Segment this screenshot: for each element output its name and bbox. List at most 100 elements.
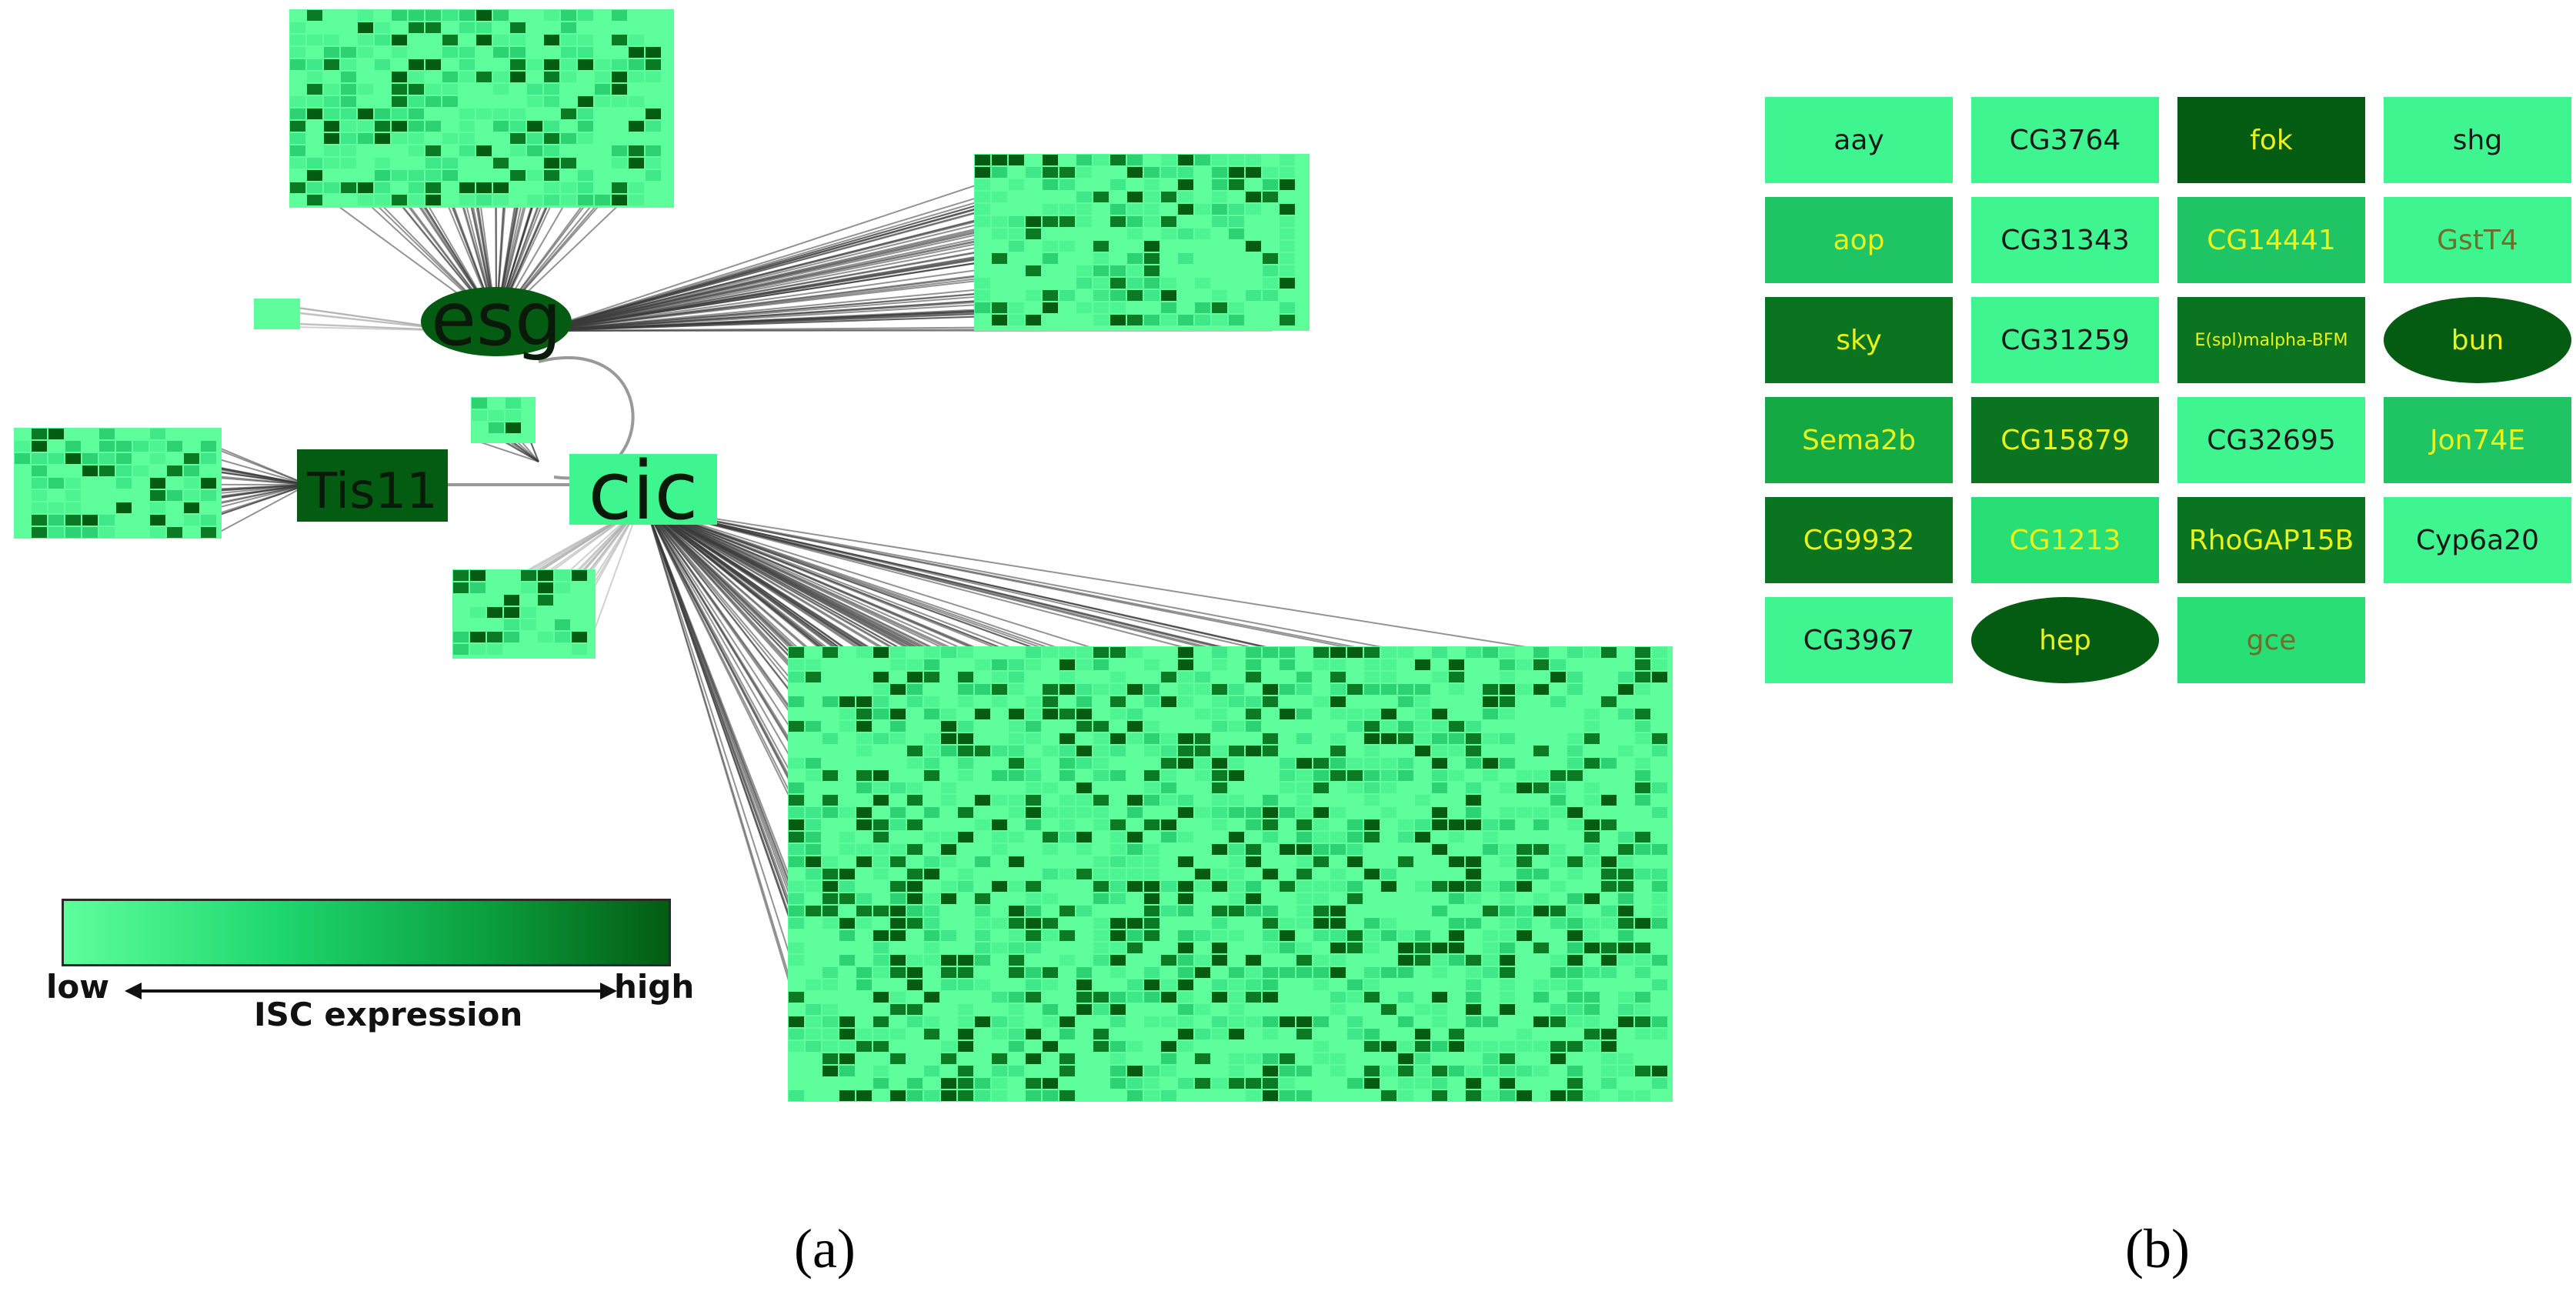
gene-tile <box>1347 709 1363 719</box>
gene-tile <box>1110 315 1126 325</box>
gene-tile <box>1144 241 1160 252</box>
gene-tile <box>1144 893 1160 904</box>
gene-tile <box>1144 229 1160 239</box>
gene-tile <box>873 1078 889 1089</box>
gene-tile <box>975 216 990 227</box>
gene-tile <box>1567 807 1583 818</box>
gene-tile <box>555 570 570 581</box>
gene-tile <box>453 619 469 630</box>
gene-tile <box>1009 819 1024 830</box>
gene-tile <box>1229 192 1244 202</box>
gene-tile <box>1026 1004 1041 1015</box>
gene-tile <box>1009 278 1024 289</box>
gene-tile <box>646 35 661 45</box>
cluster-left <box>14 428 222 539</box>
gene-tile <box>1296 1066 1312 1076</box>
gene-tile <box>975 733 990 744</box>
gene-tile <box>1652 955 1667 966</box>
gene-tile <box>856 955 872 966</box>
gene-tile <box>1398 1029 1413 1039</box>
gene-tile <box>1059 253 1075 264</box>
gene-tile <box>1280 795 1295 806</box>
gene-tile <box>595 96 610 107</box>
gene-tile <box>201 527 216 538</box>
gene-tile <box>1195 782 1210 793</box>
gene-tile <box>839 696 855 707</box>
gene-tile <box>1043 167 1058 178</box>
gene-tile <box>1347 696 1363 707</box>
gene-tile <box>1026 229 1041 239</box>
gene-tile <box>290 133 305 144</box>
gene-tile <box>1517 881 1532 892</box>
gene-tile <box>307 72 322 82</box>
gene-tile <box>924 807 939 818</box>
gene-tile <box>392 182 407 193</box>
gene-tile <box>493 158 509 169</box>
gene-tile <box>324 182 339 193</box>
gene-tile <box>806 1016 821 1027</box>
gene-tile <box>1584 955 1600 966</box>
gene-tile <box>907 1066 923 1076</box>
gene-tile <box>958 746 973 756</box>
gene-tile <box>1415 832 1430 843</box>
gene-tile <box>1076 253 1092 264</box>
gene-tile <box>1263 290 1278 301</box>
gene-tile <box>823 1066 838 1076</box>
gene-tile <box>907 893 923 904</box>
gene-tile <box>1076 1041 1092 1052</box>
gene-tile <box>856 906 872 916</box>
gene-tile <box>307 108 322 119</box>
gene-tile <box>1517 819 1532 830</box>
gene-tile <box>544 35 559 45</box>
gene-tile <box>1263 1016 1278 1027</box>
gene-tile <box>1246 696 1261 707</box>
gene-tile <box>116 453 132 464</box>
gene-tile <box>1296 906 1312 916</box>
gene-tile <box>1195 844 1210 855</box>
gene-tile <box>1500 918 1515 929</box>
gene-tile <box>538 619 553 630</box>
gene-tile <box>1330 1016 1346 1027</box>
gene-tile <box>1246 746 1261 756</box>
gene-tile <box>425 10 441 21</box>
gene-tile <box>1076 869 1092 879</box>
gene-tile <box>595 145 610 156</box>
gene-tile <box>1009 1078 1024 1089</box>
gene-tile <box>629 84 644 95</box>
gene-tile <box>823 770 838 781</box>
gene-tile <box>1127 253 1143 264</box>
gene-tile <box>15 515 30 526</box>
gene-tile <box>646 158 661 169</box>
gene-tile <box>1026 782 1041 793</box>
gene-tile <box>1127 856 1143 867</box>
gene-tile <box>307 96 322 107</box>
gene-tile <box>1076 290 1092 301</box>
gene-tile <box>1483 1066 1498 1076</box>
gene-tile <box>789 844 804 855</box>
gene-tile <box>1178 869 1193 879</box>
gene-tile <box>1178 844 1193 855</box>
gene-tile <box>1263 869 1278 879</box>
gene-tile <box>890 930 906 941</box>
gene-tile <box>1195 930 1210 941</box>
gene-tile <box>1533 819 1549 830</box>
gene-tile <box>1584 1066 1600 1076</box>
gene-tile <box>1229 302 1244 313</box>
gene-tile <box>1466 943 1481 953</box>
gene-tile <box>806 955 821 966</box>
gene-tile <box>442 158 458 169</box>
gene-tile <box>1466 918 1481 929</box>
gene-tile <box>1398 795 1413 806</box>
gene-tile <box>1009 930 1024 941</box>
gene-tile <box>133 527 148 538</box>
gene-tile <box>409 182 424 193</box>
gene-tile <box>1449 770 1464 781</box>
gene-tile <box>1313 1029 1329 1039</box>
gene-tile <box>839 1053 855 1064</box>
gene-tile <box>1178 1004 1193 1015</box>
gene-tile <box>1517 1053 1532 1064</box>
gene-tile <box>510 133 526 144</box>
gene-tile <box>1144 192 1160 202</box>
gene-tile <box>578 96 593 107</box>
gene-tile <box>1026 1078 1041 1089</box>
